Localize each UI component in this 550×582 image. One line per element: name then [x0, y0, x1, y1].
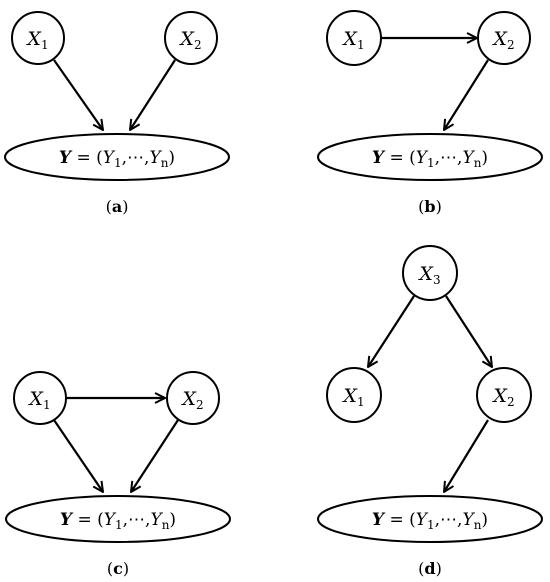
node-label: X1 — [341, 28, 364, 52]
outcome-label: Y = (Y1,⋯,Yn) — [59, 148, 175, 170]
caption-d: (d) — [418, 559, 442, 578]
node-x1: X1 — [11, 11, 65, 65]
diagram-a: X1 X2 Y = (Y1,⋯,Yn) (a) — [4, 11, 230, 216]
outcome-label: Y = (Y1,⋯,Yn) — [372, 148, 488, 170]
caption-a: (a) — [106, 197, 129, 216]
outcome-label: Y = (Y1,⋯,Yn) — [60, 510, 176, 532]
edge-x2-to-y — [444, 419, 489, 492]
node-label: X2 — [180, 388, 203, 412]
edge-x2-to-y — [130, 59, 176, 130]
caption-b: (b) — [418, 197, 442, 216]
node-x1: X1 — [13, 371, 67, 425]
edge-x2-to-y — [444, 59, 489, 130]
node-label: X1 — [25, 28, 48, 52]
node-y-outcome: Y = (Y1,⋯,Yn) — [4, 133, 230, 181]
node-label: X1 — [27, 388, 50, 412]
caption-c: (c) — [107, 559, 129, 578]
edge-x3-to-x1 — [368, 295, 415, 367]
node-label: X2 — [491, 385, 514, 409]
diagram-c: X1 X2 Y = (Y1,⋯,Yn) (c) — [5, 371, 231, 578]
node-y-outcome: Y = (Y1,⋯,Yn) — [317, 133, 543, 181]
node-y-outcome: Y = (Y1,⋯,Yn) — [5, 495, 231, 543]
node-label: X2 — [491, 28, 514, 52]
outcome-label: Y = (Y1,⋯,Yn) — [372, 510, 488, 532]
node-x2: X2 — [476, 367, 532, 423]
edge-x2-to-y — [131, 419, 179, 492]
edge-x1-to-y — [53, 419, 103, 492]
node-x2: X2 — [477, 11, 531, 65]
node-x3: X3 — [402, 245, 458, 301]
node-x2: X2 — [164, 11, 218, 65]
node-x1: X1 — [326, 10, 382, 66]
node-label: X2 — [178, 28, 201, 52]
edge-x3-to-x2 — [445, 295, 492, 367]
edge-x1-to-y — [53, 59, 103, 130]
diagram-d: X3 X1 X2 Y = (Y1,⋯,Yn) (d) — [317, 245, 543, 578]
node-label: X1 — [341, 385, 364, 409]
node-label: X3 — [417, 263, 440, 287]
node-x1: X1 — [326, 367, 382, 423]
diagram-b: X1 X2 Y = (Y1,⋯,Yn) (b) — [317, 10, 543, 216]
node-x2: X2 — [166, 371, 220, 425]
node-y-outcome: Y = (Y1,⋯,Yn) — [317, 495, 543, 543]
